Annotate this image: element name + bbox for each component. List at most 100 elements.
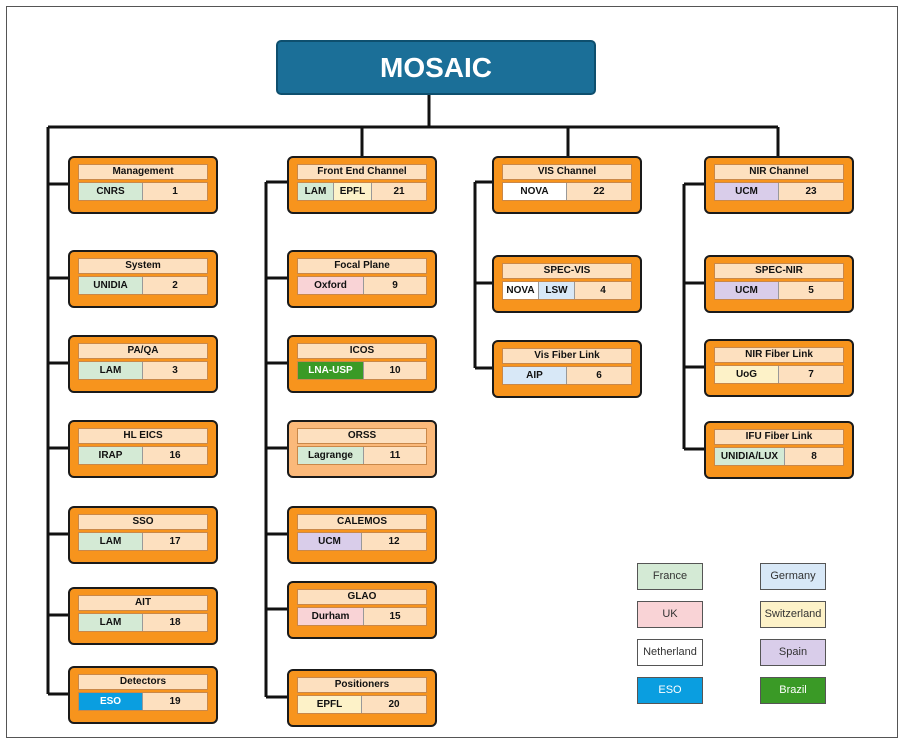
wp-number: 20 bbox=[362, 696, 426, 713]
legend-item: ESO bbox=[637, 677, 703, 704]
partner-cell: UCM bbox=[715, 282, 779, 299]
partner-cell: IRAP bbox=[79, 447, 143, 464]
wp-number: 7 bbox=[779, 366, 843, 383]
partner-cell: UNIDIA bbox=[79, 277, 143, 294]
wp-number: 12 bbox=[362, 533, 426, 550]
wp-title: System bbox=[78, 258, 208, 274]
partner-cell: ESO bbox=[79, 693, 143, 710]
wp-title: SPEC-NIR bbox=[714, 263, 844, 279]
partner-cell: UNIDIA/LUX bbox=[715, 448, 785, 465]
wp-number: 16 bbox=[143, 447, 207, 464]
wp-title: Focal Plane bbox=[297, 258, 427, 274]
partner-cell: EPFL bbox=[298, 696, 362, 713]
partner-cell: Lagrange bbox=[298, 447, 364, 464]
diagram-frame bbox=[6, 6, 898, 738]
legend-item: Germany bbox=[760, 563, 826, 590]
partner-cell: NOVA bbox=[503, 282, 539, 299]
wp-title: AIT bbox=[78, 595, 208, 611]
partner-cell: Oxford bbox=[298, 277, 364, 294]
wp-title: ORSS bbox=[297, 428, 427, 444]
wp-title: Front End Channel bbox=[297, 164, 427, 180]
wp-title: Detectors bbox=[78, 674, 208, 690]
legend-item: France bbox=[637, 563, 703, 590]
partner-cell: EPFL bbox=[334, 183, 372, 200]
wp-title: ICOS bbox=[297, 343, 427, 359]
wp-title: SPEC-VIS bbox=[502, 263, 632, 279]
legend-item: Netherland bbox=[637, 639, 703, 666]
wp-title: Positioners bbox=[297, 677, 427, 693]
wp-title: NIR Fiber Link bbox=[714, 347, 844, 363]
partner-cell: LNA-USP bbox=[298, 362, 364, 379]
wp-title: Vis Fiber Link bbox=[502, 348, 632, 364]
wp-number: 3 bbox=[143, 362, 207, 379]
wp-title: GLAO bbox=[297, 589, 427, 605]
wp-title: PA/QA bbox=[78, 343, 208, 359]
wp-number: 21 bbox=[372, 183, 426, 200]
partner-cell: UCM bbox=[715, 183, 779, 200]
wp-title: IFU Fiber Link bbox=[714, 429, 844, 445]
wp-title: NIR Channel bbox=[714, 164, 844, 180]
wp-number: 11 bbox=[364, 447, 426, 464]
partner-cell: LAM bbox=[298, 183, 334, 200]
wp-number: 5 bbox=[779, 282, 843, 299]
partner-cell: Durham bbox=[298, 608, 364, 625]
partner-cell: CNRS bbox=[79, 183, 143, 200]
legend-item: UK bbox=[637, 601, 703, 628]
wp-number: 18 bbox=[143, 614, 207, 631]
wp-title: Management bbox=[78, 164, 208, 180]
wp-number: 1 bbox=[143, 183, 207, 200]
wp-number: 2 bbox=[143, 277, 207, 294]
partner-cell: LAM bbox=[79, 362, 143, 379]
wp-title: SSO bbox=[78, 514, 208, 530]
wp-number: 6 bbox=[567, 367, 631, 384]
legend-item: Switzerland bbox=[760, 601, 826, 628]
partner-cell: AIP bbox=[503, 367, 567, 384]
wp-number: 23 bbox=[779, 183, 843, 200]
wp-title: CALEMOS bbox=[297, 514, 427, 530]
wp-number: 19 bbox=[143, 693, 207, 710]
wp-number: 10 bbox=[364, 362, 426, 379]
partner-cell: UCM bbox=[298, 533, 362, 550]
wp-title: HL EICS bbox=[78, 428, 208, 444]
partner-cell: LAM bbox=[79, 614, 143, 631]
partner-cell: UoG bbox=[715, 366, 779, 383]
wp-number: 17 bbox=[143, 533, 207, 550]
partner-cell: NOVA bbox=[503, 183, 567, 200]
wp-number: 22 bbox=[567, 183, 631, 200]
